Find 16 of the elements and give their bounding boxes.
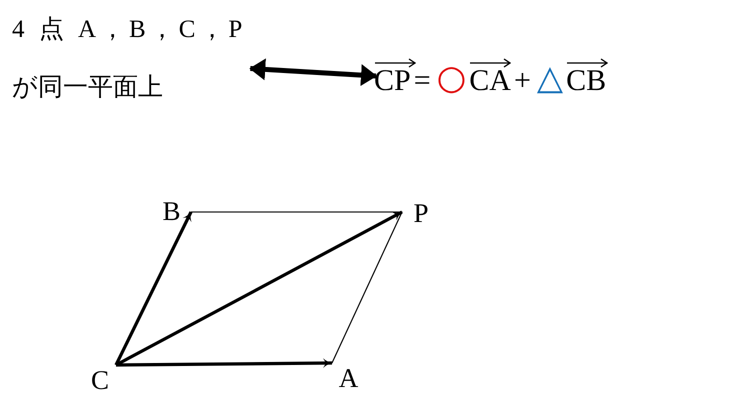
triangle-symbol: △ — [536, 58, 564, 98]
line — [191, 211, 402, 213]
line — [332, 212, 402, 364]
condition-text: が同一平面上 — [12, 71, 163, 103]
point-label: A — [338, 363, 358, 393]
math-operator: + — [514, 64, 531, 98]
vector-name: CA — [469, 64, 511, 97]
point-label: C — [90, 365, 109, 395]
condition-text: 4 点 A，B，C，P — [12, 15, 246, 45]
point-label: P — [413, 198, 429, 228]
vector-name: CB — [566, 64, 606, 97]
circle-symbol: ○ — [436, 58, 466, 98]
vector-name: CP — [374, 64, 411, 97]
arrow — [249, 58, 377, 86]
math-operator: = — [414, 64, 431, 98]
point-label: B — [162, 196, 180, 226]
